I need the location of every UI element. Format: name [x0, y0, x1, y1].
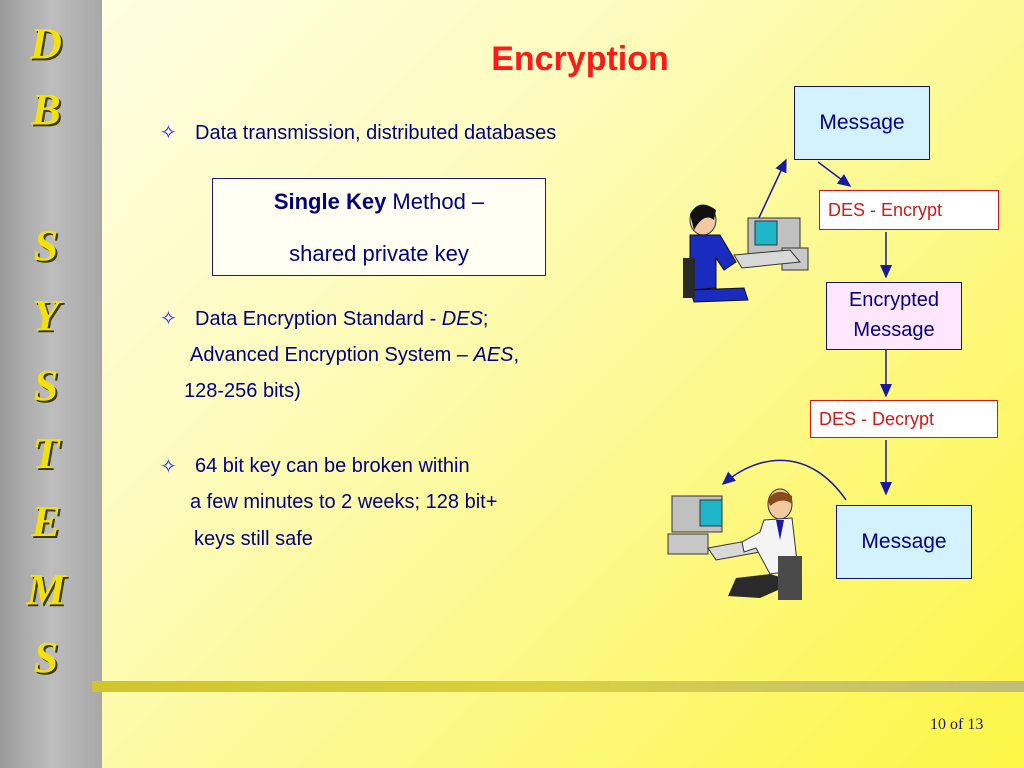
bullet-text: 64 bit key can be broken within: [195, 455, 470, 477]
bullet-text-part: ,: [513, 344, 520, 366]
bullet-text: 128-256 bits): [184, 380, 301, 402]
sidebar-letter: Y: [32, 291, 60, 340]
encrypted-message-box: Encrypted Message: [826, 282, 962, 350]
message-box-top: Message: [794, 86, 930, 160]
arrow: [721, 459, 847, 501]
man-at-computer-icon: [667, 488, 802, 600]
bullet-text: keys still safe: [194, 528, 313, 550]
bullet-text-part: ;: [482, 308, 489, 330]
keybox-line1: Single Key Method –: [213, 189, 545, 215]
diamond-bullet-icon: ✧: [160, 456, 177, 478]
single-key-box: Single Key Method – shared private key: [212, 178, 546, 276]
footer-stripe: [92, 681, 1024, 692]
bullet-text: Advanced Encryption System – AES,: [190, 344, 519, 367]
bullet-text-em: AES: [473, 344, 514, 366]
sidebar-letter: B: [31, 85, 61, 134]
sidebar-letter: E: [31, 497, 61, 546]
des-encrypt-box: DES - Encrypt: [819, 190, 999, 230]
arrow: [817, 161, 852, 187]
diamond-bullet-icon: ✧: [160, 122, 177, 144]
message-box-bottom: Message: [836, 505, 972, 579]
slide-title: Encryption: [491, 40, 669, 78]
diamond-bullet-icon: ✧: [160, 308, 177, 330]
encrypted-line1: Encrypted: [848, 289, 940, 311]
sidebar-letter: M: [26, 565, 66, 614]
bullet-text-em: DES: [441, 308, 483, 330]
sidebar-letter: S: [33, 361, 59, 410]
woman-at-computer-icon: [683, 204, 809, 303]
sidebar-letter: S: [33, 633, 59, 682]
bullet-text: Data Encryption Standard - DES;: [195, 308, 488, 331]
bullet-text: Data transmission, distributed databases: [195, 122, 557, 144]
des-decrypt-box: DES - Decrypt: [810, 400, 998, 438]
page-number: 10 of 13: [930, 716, 984, 733]
sidebar: D B S Y S T E M S: [0, 0, 102, 768]
encrypted-line2: Message: [853, 319, 935, 341]
sidebar-letter: S: [33, 221, 59, 270]
keybox-bold: Single Key: [273, 189, 387, 214]
keybox-line2: shared private key: [289, 241, 469, 266]
bullet-text-part: Advanced Encryption System –: [190, 344, 474, 366]
sidebar-letter: T: [32, 429, 60, 478]
bullet-text: a few minutes to 2 weeks; 128 bit+: [190, 491, 498, 513]
bullet-text-part: Data Encryption Standard -: [195, 308, 442, 330]
keybox-rest: Method –: [386, 189, 485, 214]
sidebar-letter: D: [30, 19, 62, 68]
arrow: [756, 158, 787, 223]
